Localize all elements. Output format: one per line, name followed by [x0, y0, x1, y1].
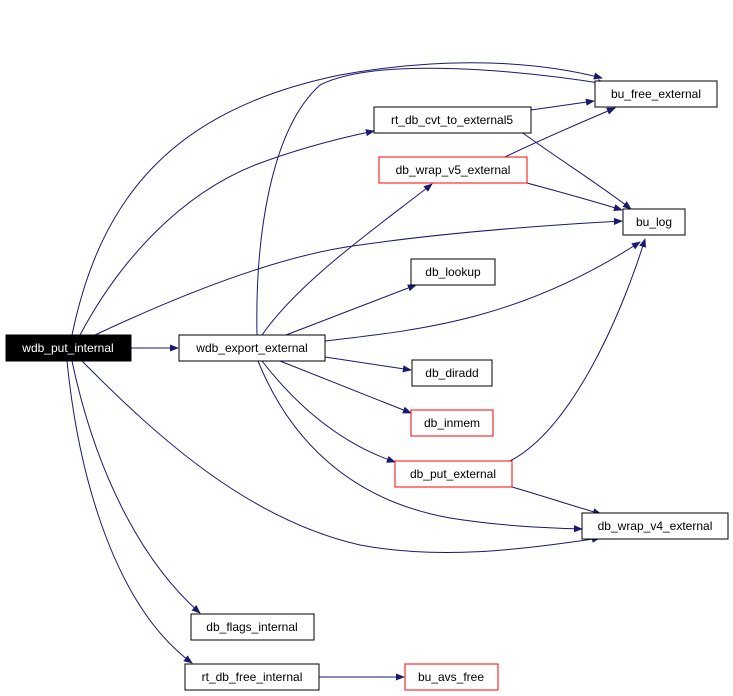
node-wdb-put-internal[interactable]: wdb_put_internal — [5, 334, 132, 362]
edge-wdb_put_internal-rt_db_cvt_to_external5 — [79, 129, 375, 336]
node-bu-avs-free[interactable]: bu_avs_free — [404, 663, 499, 691]
node-label: db_wrap_v4_external — [598, 519, 713, 533]
edge-wdb_put_internal-db_wrap_v4_external — [81, 360, 601, 554]
edge-wdb_export_external-db_diradd — [324, 356, 412, 373]
node-rt-db-cvt-to-external5[interactable]: rt_db_cvt_to_external5 — [373, 106, 532, 134]
edge-wdb_put_internal-bu_free_external — [71, 62, 603, 336]
edge-db_wrap_v5_external-bu_log — [526, 182, 623, 212]
node-db-lookup[interactable]: db_lookup — [410, 258, 496, 286]
node-db-inmem[interactable]: db_inmem — [410, 409, 494, 437]
node-db-wrap-v5-external[interactable]: db_wrap_v5_external — [378, 156, 528, 184]
node-label: wdb_put_internal — [21, 341, 113, 355]
node-db-wrap-v4-external[interactable]: db_wrap_v4_external — [581, 512, 729, 540]
node-label: db_lookup — [425, 265, 481, 279]
node-label: db_diradd — [425, 366, 478, 380]
edge-wdb_export_external-db_wrap_v5_external — [261, 183, 433, 336]
edge-wdb_export_external-bu_log — [324, 241, 641, 342]
edge-wdb_put_internal-db_flags_internal — [71, 360, 201, 614]
edge-db_put_external-bu_log — [509, 238, 647, 462]
edge-wdb_export_external-db_put_external — [261, 360, 396, 463]
edge-wdb_export_external-db_lookup — [285, 284, 417, 336]
node-wdb-export-external[interactable]: wdb_export_external — [178, 334, 326, 362]
edge-rt_db_cvt_to_external5-bu_log — [519, 130, 632, 210]
node-label: rt_db_cvt_to_external5 — [391, 113, 513, 127]
node-label: wdb_export_external — [195, 341, 307, 355]
node-bu-free-external[interactable]: bu_free_external — [594, 80, 718, 108]
edges — [66, 62, 647, 681]
edge-wdb_export_external-db_inmem — [279, 360, 412, 414]
edge-wdb_put_internal-bu_log — [94, 217, 623, 336]
node-label: rt_db_free_internal — [202, 670, 303, 684]
edge-wdb_export_external-bu_free_external — [256, 67, 607, 336]
node-label: db_flags_internal — [206, 620, 297, 634]
node-label: db_inmem — [424, 416, 480, 430]
edge-rt_db_cvt_to_external5-bu_free_external — [530, 98, 595, 111]
node-db-put-external[interactable]: db_put_external — [394, 460, 513, 488]
node-label: db_put_external — [410, 467, 496, 481]
node-label: db_wrap_v5_external — [396, 163, 511, 177]
node-bu-log[interactable]: bu_log — [622, 208, 686, 236]
node-rt-db-free-internal[interactable]: rt_db_free_internal — [184, 663, 320, 691]
node-label: bu_avs_free — [418, 670, 484, 684]
node-db-diradd[interactable]: db_diradd — [411, 359, 493, 387]
node-label: bu_free_external — [611, 87, 701, 101]
edge-wdb_put_internal-rt_db_free_internal — [66, 360, 193, 664]
edge-wdb_export_external-db_wrap_v4_external — [257, 360, 583, 533]
node-label: bu_log — [636, 215, 672, 229]
edge-db_wrap_v5_external-bu_free_external — [504, 107, 616, 158]
edge-db_put_external-db_wrap_v4_external — [511, 486, 602, 516]
node-db-flags-internal[interactable]: db_flags_internal — [190, 613, 315, 641]
